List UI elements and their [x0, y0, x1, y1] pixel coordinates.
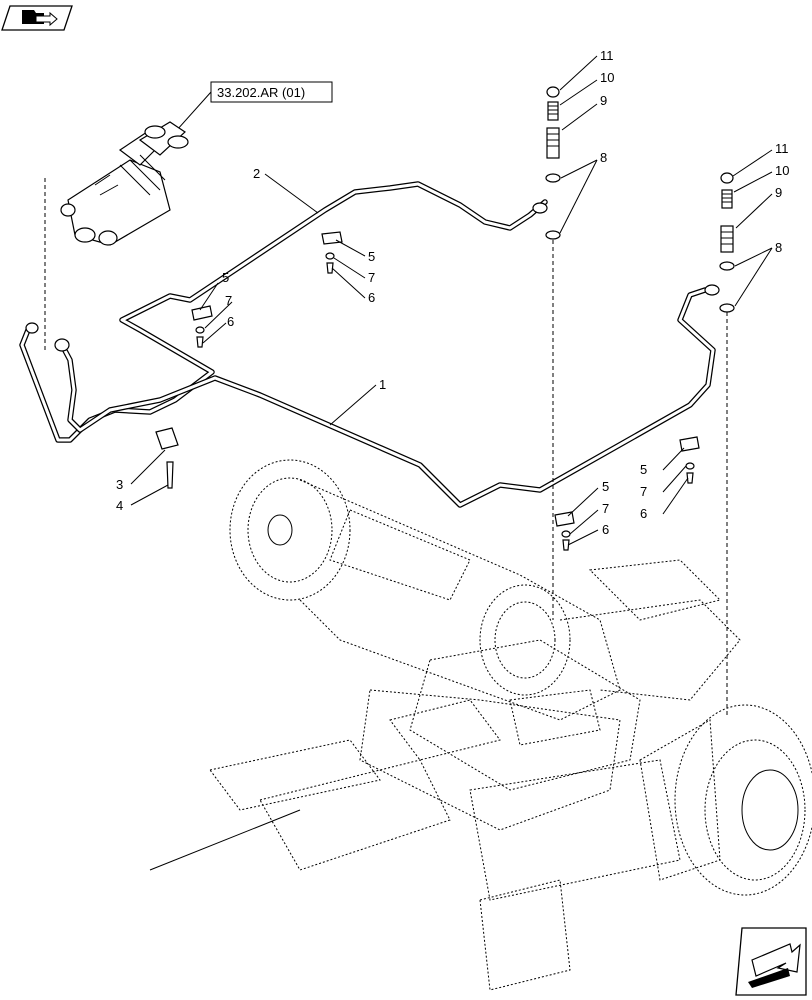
callout-6: 6 [368, 290, 375, 305]
reference-box-label: 33.202.AR (01) [217, 85, 305, 100]
clip-set-5 [679, 436, 700, 484]
brake-pipe-1 [25, 287, 716, 508]
leader-lines [130, 55, 773, 546]
callout-3: 3 [116, 477, 123, 492]
callout-5: 5 [368, 249, 375, 264]
callout-1: 1 [379, 377, 386, 392]
callout-8: 8 [775, 240, 782, 255]
master-cylinder [44, 121, 189, 350]
callout-9: 9 [600, 93, 607, 108]
clip-set-4 [554, 511, 575, 551]
clip-set-3 [155, 427, 179, 489]
callout-8: 8 [600, 150, 607, 165]
callout-6: 6 [640, 506, 647, 521]
next-page-arrow-icon[interactable] [735, 927, 807, 996]
clip-set-2 [321, 231, 343, 274]
callout-6: 6 [227, 314, 234, 329]
callout-9: 9 [775, 185, 782, 200]
callout-11: 11 [775, 141, 789, 156]
fittings-column-b [704, 172, 735, 715]
callout-2: 2 [253, 166, 260, 181]
callout-7: 7 [225, 293, 232, 308]
axle-housing [149, 459, 812, 991]
callout-4: 4 [116, 498, 123, 513]
callout-5: 5 [222, 270, 229, 285]
callout-5: 5 [602, 479, 609, 494]
callout-7: 7 [368, 270, 375, 285]
callout-7: 7 [602, 501, 609, 516]
callout-11: 11 [600, 48, 614, 63]
folder-arrow-icon[interactable] [1, 5, 73, 31]
callout-10: 10 [775, 163, 789, 178]
callouts: 2 1 3 4 5 7 6 5 7 6 11 10 9 8 11 10 9 8 … [116, 48, 789, 537]
clip-set-1 [191, 305, 213, 348]
callout-5: 5 [640, 462, 647, 477]
callout-10: 10 [600, 70, 614, 85]
callout-6: 6 [602, 522, 609, 537]
reference-box[interactable]: 33.202.AR (01) [167, 81, 333, 141]
fittings-column-a [532, 86, 561, 620]
callout-7: 7 [640, 484, 647, 499]
